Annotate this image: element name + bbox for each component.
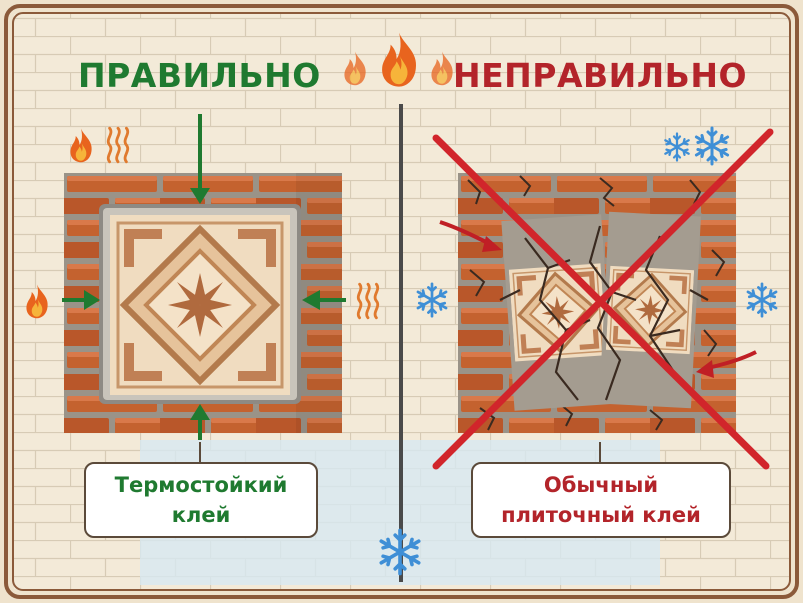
correct-heading: ПРАВИЛЬНО [78, 56, 321, 95]
outer-frame [4, 4, 799, 599]
callout-line-1: Обычный [543, 473, 659, 497]
movement-arrow-icon [439, 220, 757, 378]
pressure-arrow-icon [62, 114, 346, 440]
inner-frame [12, 12, 791, 591]
regular-tile-adhesive-callout: Обычный плиточный клей [471, 462, 731, 538]
cracked-tile [499, 211, 709, 411]
good-tile [99, 204, 301, 404]
incorrect-heading: НЕПРАВИЛЬНО [453, 56, 748, 95]
callout-line-2: клей [171, 503, 231, 527]
callout-line-2: плиточный клей [501, 503, 701, 527]
cross-mark-icon [432, 128, 774, 470]
heat-resistant-adhesive-callout: Термостойкий клей [84, 462, 318, 538]
callout-line-1: Термостойкий [114, 473, 288, 497]
